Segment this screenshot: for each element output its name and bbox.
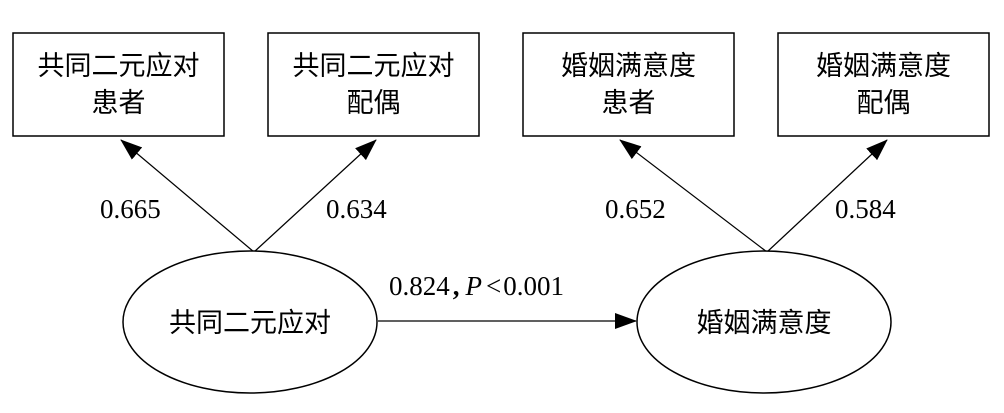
loading-arrow-coping-patient — [120, 139, 255, 253]
indicator-subtitle: 配偶 — [857, 88, 911, 119]
path-coef: 0.824 — [389, 271, 450, 301]
loading-arrow-satisfaction-patient — [619, 139, 768, 253]
loading-arrow-satisfaction-spouse — [766, 139, 888, 253]
indicator-subtitle: 配偶 — [347, 88, 401, 119]
indicator-box-satisfaction-spouse: 婚姻满意度 配偶 — [777, 32, 990, 137]
path-coefficient-label: 0.824,P<0.001 — [389, 271, 564, 301]
loading-label: 0.652 — [605, 194, 666, 224]
p-value: 0.001 — [503, 271, 564, 301]
loading-label: 0.584 — [835, 194, 896, 224]
p-relation: < — [486, 271, 501, 301]
indicator-box-satisfaction-patient: 婚姻满意度 患者 — [522, 32, 735, 137]
indicator-title: 共同二元应对 — [38, 51, 200, 82]
indicator-subtitle: 患者 — [602, 88, 656, 119]
loading-label: 0.634 — [326, 194, 387, 224]
indicator-subtitle: 患者 — [92, 88, 146, 119]
indicator-title: 共同二元应对 — [293, 51, 455, 82]
latent-label: 共同二元应对 — [169, 308, 331, 339]
latent-label: 婚姻满意度 — [697, 308, 832, 339]
loading-label: 0.665 — [100, 194, 161, 224]
p-symbol: P — [465, 271, 483, 301]
latent-dyadic-coping: 共同二元应对 — [122, 250, 378, 394]
path-sep: , — [453, 271, 460, 301]
latent-marital-satisfaction: 婚姻满意度 — [636, 250, 892, 394]
indicator-box-coping-spouse: 共同二元应对 配偶 — [267, 32, 480, 137]
indicator-title: 婚姻满意度 — [561, 51, 696, 82]
indicator-title: 婚姻满意度 — [816, 51, 951, 82]
loading-arrow-coping-spouse — [253, 139, 377, 253]
indicator-box-coping-patient: 共同二元应对 患者 — [12, 32, 225, 137]
